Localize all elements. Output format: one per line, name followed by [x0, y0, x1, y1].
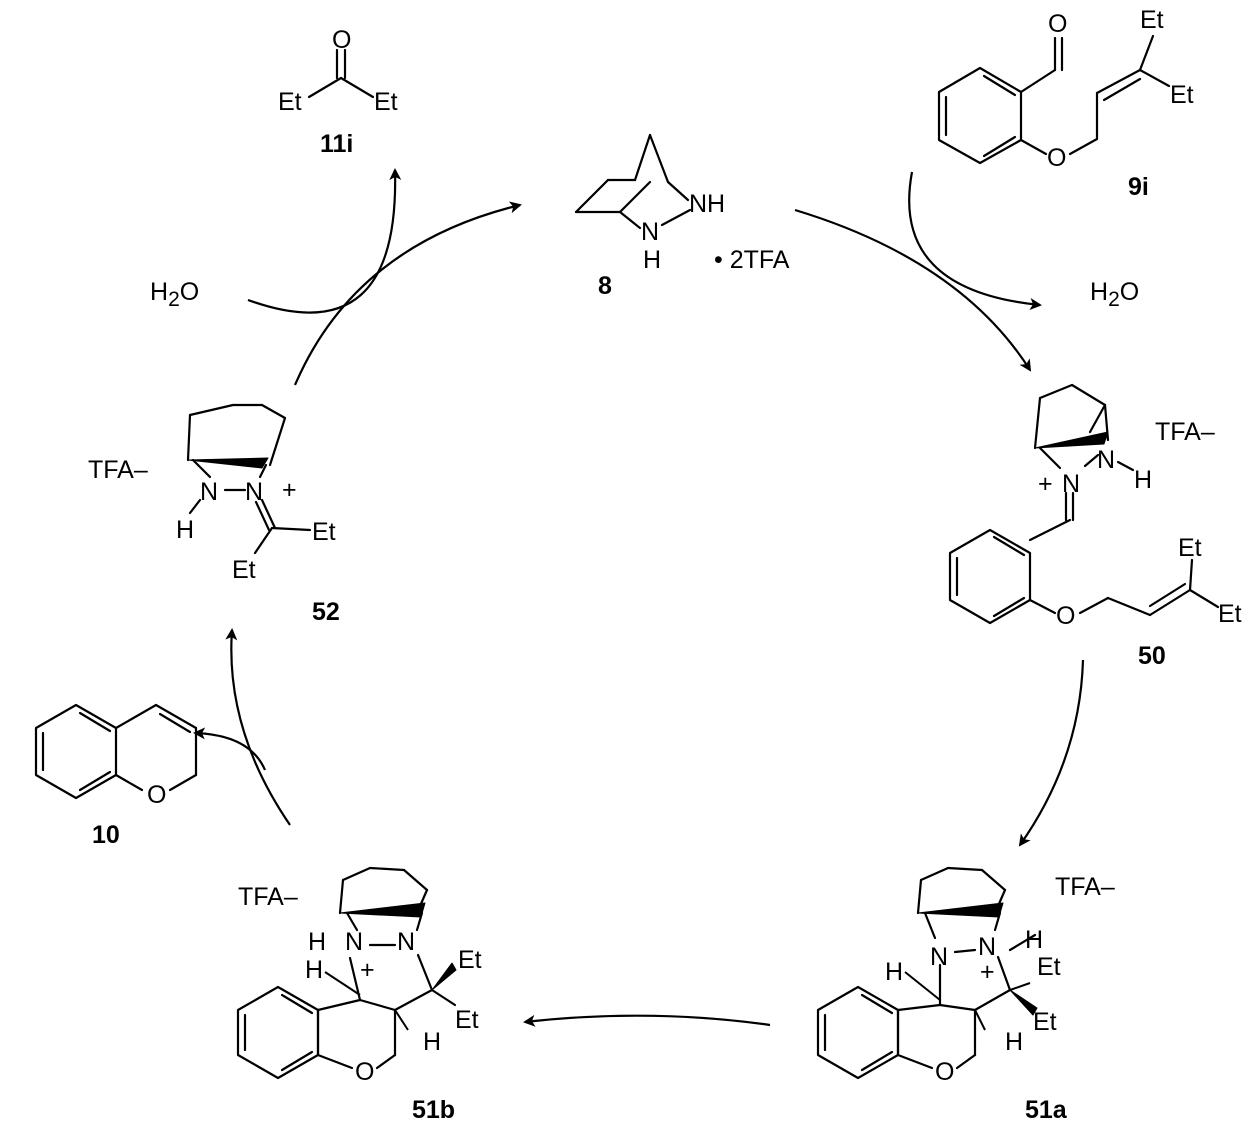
arrow-8-to-50: [794, 208, 1032, 372]
counterion-label: TFA–: [88, 456, 148, 484]
compound-8: NH N H • 2TFA 8: [574, 133, 790, 300]
arrow-9i-in-water-out: [908, 171, 1042, 310]
compound-11i: O Et Et 11i: [278, 26, 398, 158]
nh-n-label: N: [1097, 446, 1115, 474]
n-label: N: [200, 478, 218, 506]
h-label: H: [305, 956, 323, 984]
n-label: N: [245, 478, 263, 506]
n-label: N: [397, 928, 415, 956]
n-label: N: [930, 943, 948, 971]
plus-charge: +: [980, 958, 995, 986]
compound-10: O 10: [34, 703, 198, 849]
et-label: Et: [1178, 534, 1202, 562]
compound-8-structure: [574, 133, 692, 230]
plus-charge: +: [282, 476, 297, 504]
svg-text:H2O: H2O: [1090, 278, 1139, 311]
et-label: Et: [1140, 6, 1164, 34]
et-label: Et: [455, 1006, 479, 1034]
n-label: N: [978, 933, 996, 961]
h-label: H: [423, 1028, 441, 1056]
nh-label: NH: [689, 190, 725, 218]
counterion-label: TFA–: [238, 883, 298, 911]
et-label: Et: [1037, 953, 1061, 981]
h-label: H: [176, 516, 194, 544]
compound-9i: O Et Et O 9i: [937, 6, 1194, 201]
compound-51b-structure: [236, 866, 457, 1080]
h-label: H: [1025, 926, 1043, 954]
h-label: H: [308, 928, 326, 956]
oxygen-label: O: [1056, 602, 1075, 630]
water-o: O: [180, 278, 199, 306]
et-label: Et: [278, 88, 302, 116]
plus-charge: +: [1038, 470, 1053, 498]
oxygen-label: O: [1047, 144, 1066, 172]
arrow-release-10: [193, 727, 267, 771]
n-label: N: [641, 218, 659, 246]
compound-number: 8: [598, 272, 612, 300]
water-left: H2O: [150, 278, 199, 311]
arrow-51a-to-51b: [523, 1014, 771, 1027]
water-h: H: [1090, 278, 1108, 306]
compound-52: TFA– N N + H Et Et 52: [88, 403, 340, 626]
et-label: Et: [232, 556, 256, 584]
water-subscript: 2: [168, 288, 180, 311]
arrow-51b-to-52: [225, 628, 291, 826]
h-label: H: [1134, 466, 1152, 494]
compound-11i-structure: [307, 48, 375, 99]
oxygen-label: O: [1048, 10, 1067, 38]
compound-10-structure: [34, 703, 198, 800]
et-label: Et: [1033, 1008, 1057, 1036]
et-label: Et: [312, 518, 336, 546]
cycle-arrows: [193, 168, 1085, 1027]
compound-number: 51a: [1025, 1096, 1068, 1124]
salt-label: • 2TFA: [714, 246, 790, 274]
n-plus-label: N: [1062, 470, 1080, 498]
compound-50-structure: [948, 383, 1220, 625]
compound-51a-structure: [816, 866, 1038, 1080]
arrow-50-to-51a: [1018, 659, 1085, 847]
compound-51b: TFA– H N N H + Et Et H O 51b: [236, 866, 482, 1124]
water-right: H2O: [1090, 278, 1139, 311]
plus-charge: +: [360, 956, 375, 984]
compound-number: 9i: [1128, 173, 1149, 201]
h-label: H: [643, 246, 661, 274]
oxygen-label: O: [935, 1058, 954, 1086]
water-subscript: 2: [1108, 288, 1120, 311]
et-label: Et: [374, 88, 398, 116]
et-label: Et: [458, 946, 482, 974]
compound-50: TFA– N + N H O Et Et 50: [948, 383, 1242, 670]
water-h: H: [150, 278, 168, 306]
h-label: H: [1005, 1028, 1023, 1056]
oxygen-label: O: [147, 781, 166, 809]
compound-number: 11i: [320, 130, 353, 158]
compound-number: 51b: [412, 1096, 455, 1124]
et-label: Et: [1218, 600, 1242, 628]
compound-number: 52: [312, 598, 340, 626]
arrow-52-to-8: [293, 201, 522, 386]
compound-number: 50: [1138, 642, 1166, 670]
compound-51a: TFA– N N H H + Et Et H O 51a: [816, 866, 1115, 1124]
compound-52-structure: [186, 403, 312, 555]
counterion-label: TFA–: [1155, 418, 1215, 446]
water-o: O: [1120, 278, 1139, 306]
compound-9i-structure: [937, 34, 1171, 165]
compound-number: 10: [92, 821, 120, 849]
n-label: N: [345, 928, 363, 956]
oxygen-label: O: [332, 26, 351, 54]
arrow-water-in-11i-out: [247, 168, 402, 314]
oxygen-label: O: [355, 1058, 374, 1086]
counterion-label: TFA–: [1055, 873, 1115, 901]
et-label: Et: [1170, 81, 1194, 109]
h-label: H: [885, 958, 903, 986]
svg-text:H2O: H2O: [150, 278, 199, 311]
